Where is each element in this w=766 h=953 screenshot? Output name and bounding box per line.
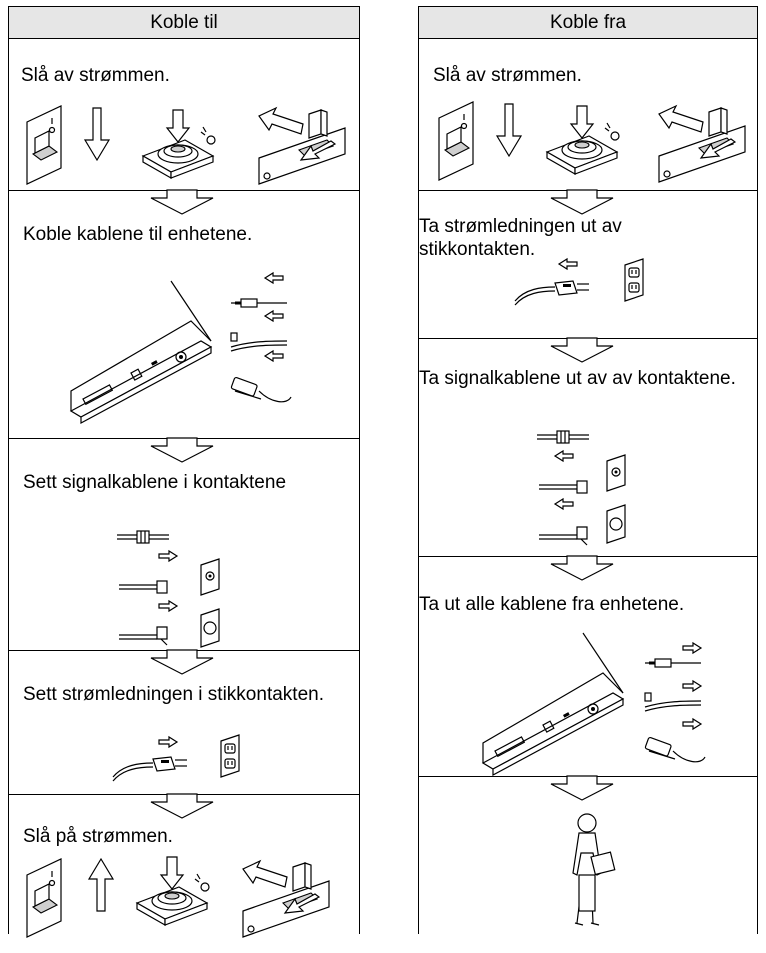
step-power-cord-in: Sett strømledningen i stikkontakten.: [9, 649, 359, 795]
arrow-icon: [158, 550, 178, 562]
step-power-on: Slå på strømmen.: [9, 793, 359, 938]
arrow-icon: [264, 272, 284, 284]
down-arrow-icon: [550, 555, 614, 581]
power-switch-icon: [438, 101, 474, 181]
down-arrow-icon: [550, 775, 614, 801]
step-caption: Sett strømledningen i stikkontakten.: [23, 684, 324, 705]
laptop-ports-icon: [70, 280, 212, 424]
down-arrow-icon: [550, 337, 614, 363]
arrow-icon: [554, 450, 574, 462]
push-button-icon: [546, 105, 620, 175]
down-arrow-icon: [550, 189, 614, 215]
device-cables-icon: [230, 298, 292, 403]
power-switch-icon: [26, 858, 62, 938]
down-arrow-icon: [150, 649, 214, 675]
rocker-switch-icon: [658, 105, 746, 183]
step-caption: Ta strømledningen ut av stikkontakten.: [419, 216, 622, 260]
down-arrow-icon: [83, 107, 111, 162]
step-caption: Ta ut alle kablene fra enhetene.: [419, 594, 685, 615]
power-switch-icon: [26, 105, 62, 185]
person-walking-icon: [572, 813, 616, 926]
step-caption: Slå på strømmen.: [23, 826, 173, 847]
step-caption: Koble kablene til enhetene.: [23, 224, 253, 245]
up-arrow-icon: [87, 857, 115, 912]
power-plug-icon: [514, 280, 590, 306]
step-unplug-signal-cables: Ta signalkablene ut av av kontaktene.: [419, 337, 757, 557]
arrow-icon: [158, 600, 178, 612]
arrow-icon: [558, 258, 578, 270]
down-arrow-icon: [150, 437, 214, 463]
arrow-icon: [554, 498, 574, 510]
laptop-ports-icon: [482, 632, 624, 776]
rocker-switch-icon: [242, 860, 330, 938]
step-unplug-power-cord: Ta strømledningen ut av stikkontakten.: [419, 189, 757, 339]
step-caption-text: Ta signalkablene ut av av kontaktene.: [419, 368, 736, 389]
step-caption: Ta signalkablene ut av av kontaktene.: [419, 367, 757, 390]
device-cables-icon: [644, 658, 706, 763]
step-power-off: Slå av strømmen.: [9, 38, 359, 190]
wall-socket-icon: [624, 258, 644, 302]
connect-column: Koble til Slå av strømmen. Koble kablene…: [8, 6, 360, 938]
down-arrow-icon: [150, 189, 214, 215]
wall-socket-icon: [220, 734, 240, 778]
column-header-disconnect: Koble fra: [419, 6, 757, 39]
step-caption: Slå av strømmen.: [21, 65, 170, 86]
step-caption: Sett signalkablene i kontaktene: [23, 472, 287, 493]
power-plug-icon: [112, 756, 188, 782]
push-button-icon: [142, 109, 216, 179]
column-header-connect: Koble til: [9, 6, 359, 39]
down-arrow-icon: [495, 103, 523, 158]
wall-socket-icon: [606, 454, 626, 544]
step-signal-cables-in: Sett signalkablene i kontaktene: [9, 437, 359, 651]
wall-socket-icon: [200, 558, 220, 648]
disconnect-column: Koble fra Slå av strømmen. Ta strømledni…: [418, 6, 758, 934]
step-caption: Slå av strømmen.: [433, 65, 582, 86]
step-remove-device-cables: Ta ut alle kablene fra enhetene.: [419, 555, 757, 777]
arrow-icon: [682, 642, 702, 654]
rocker-switch-icon: [258, 107, 346, 185]
push-button-icon: [136, 856, 210, 926]
arrow-icon: [158, 736, 178, 748]
step-power-off: Slå av strømmen.: [419, 38, 757, 190]
step-walk-away: [419, 775, 757, 935]
step-connect-cables: Koble kablene til enhetene.: [9, 189, 359, 439]
down-arrow-icon: [150, 793, 214, 819]
